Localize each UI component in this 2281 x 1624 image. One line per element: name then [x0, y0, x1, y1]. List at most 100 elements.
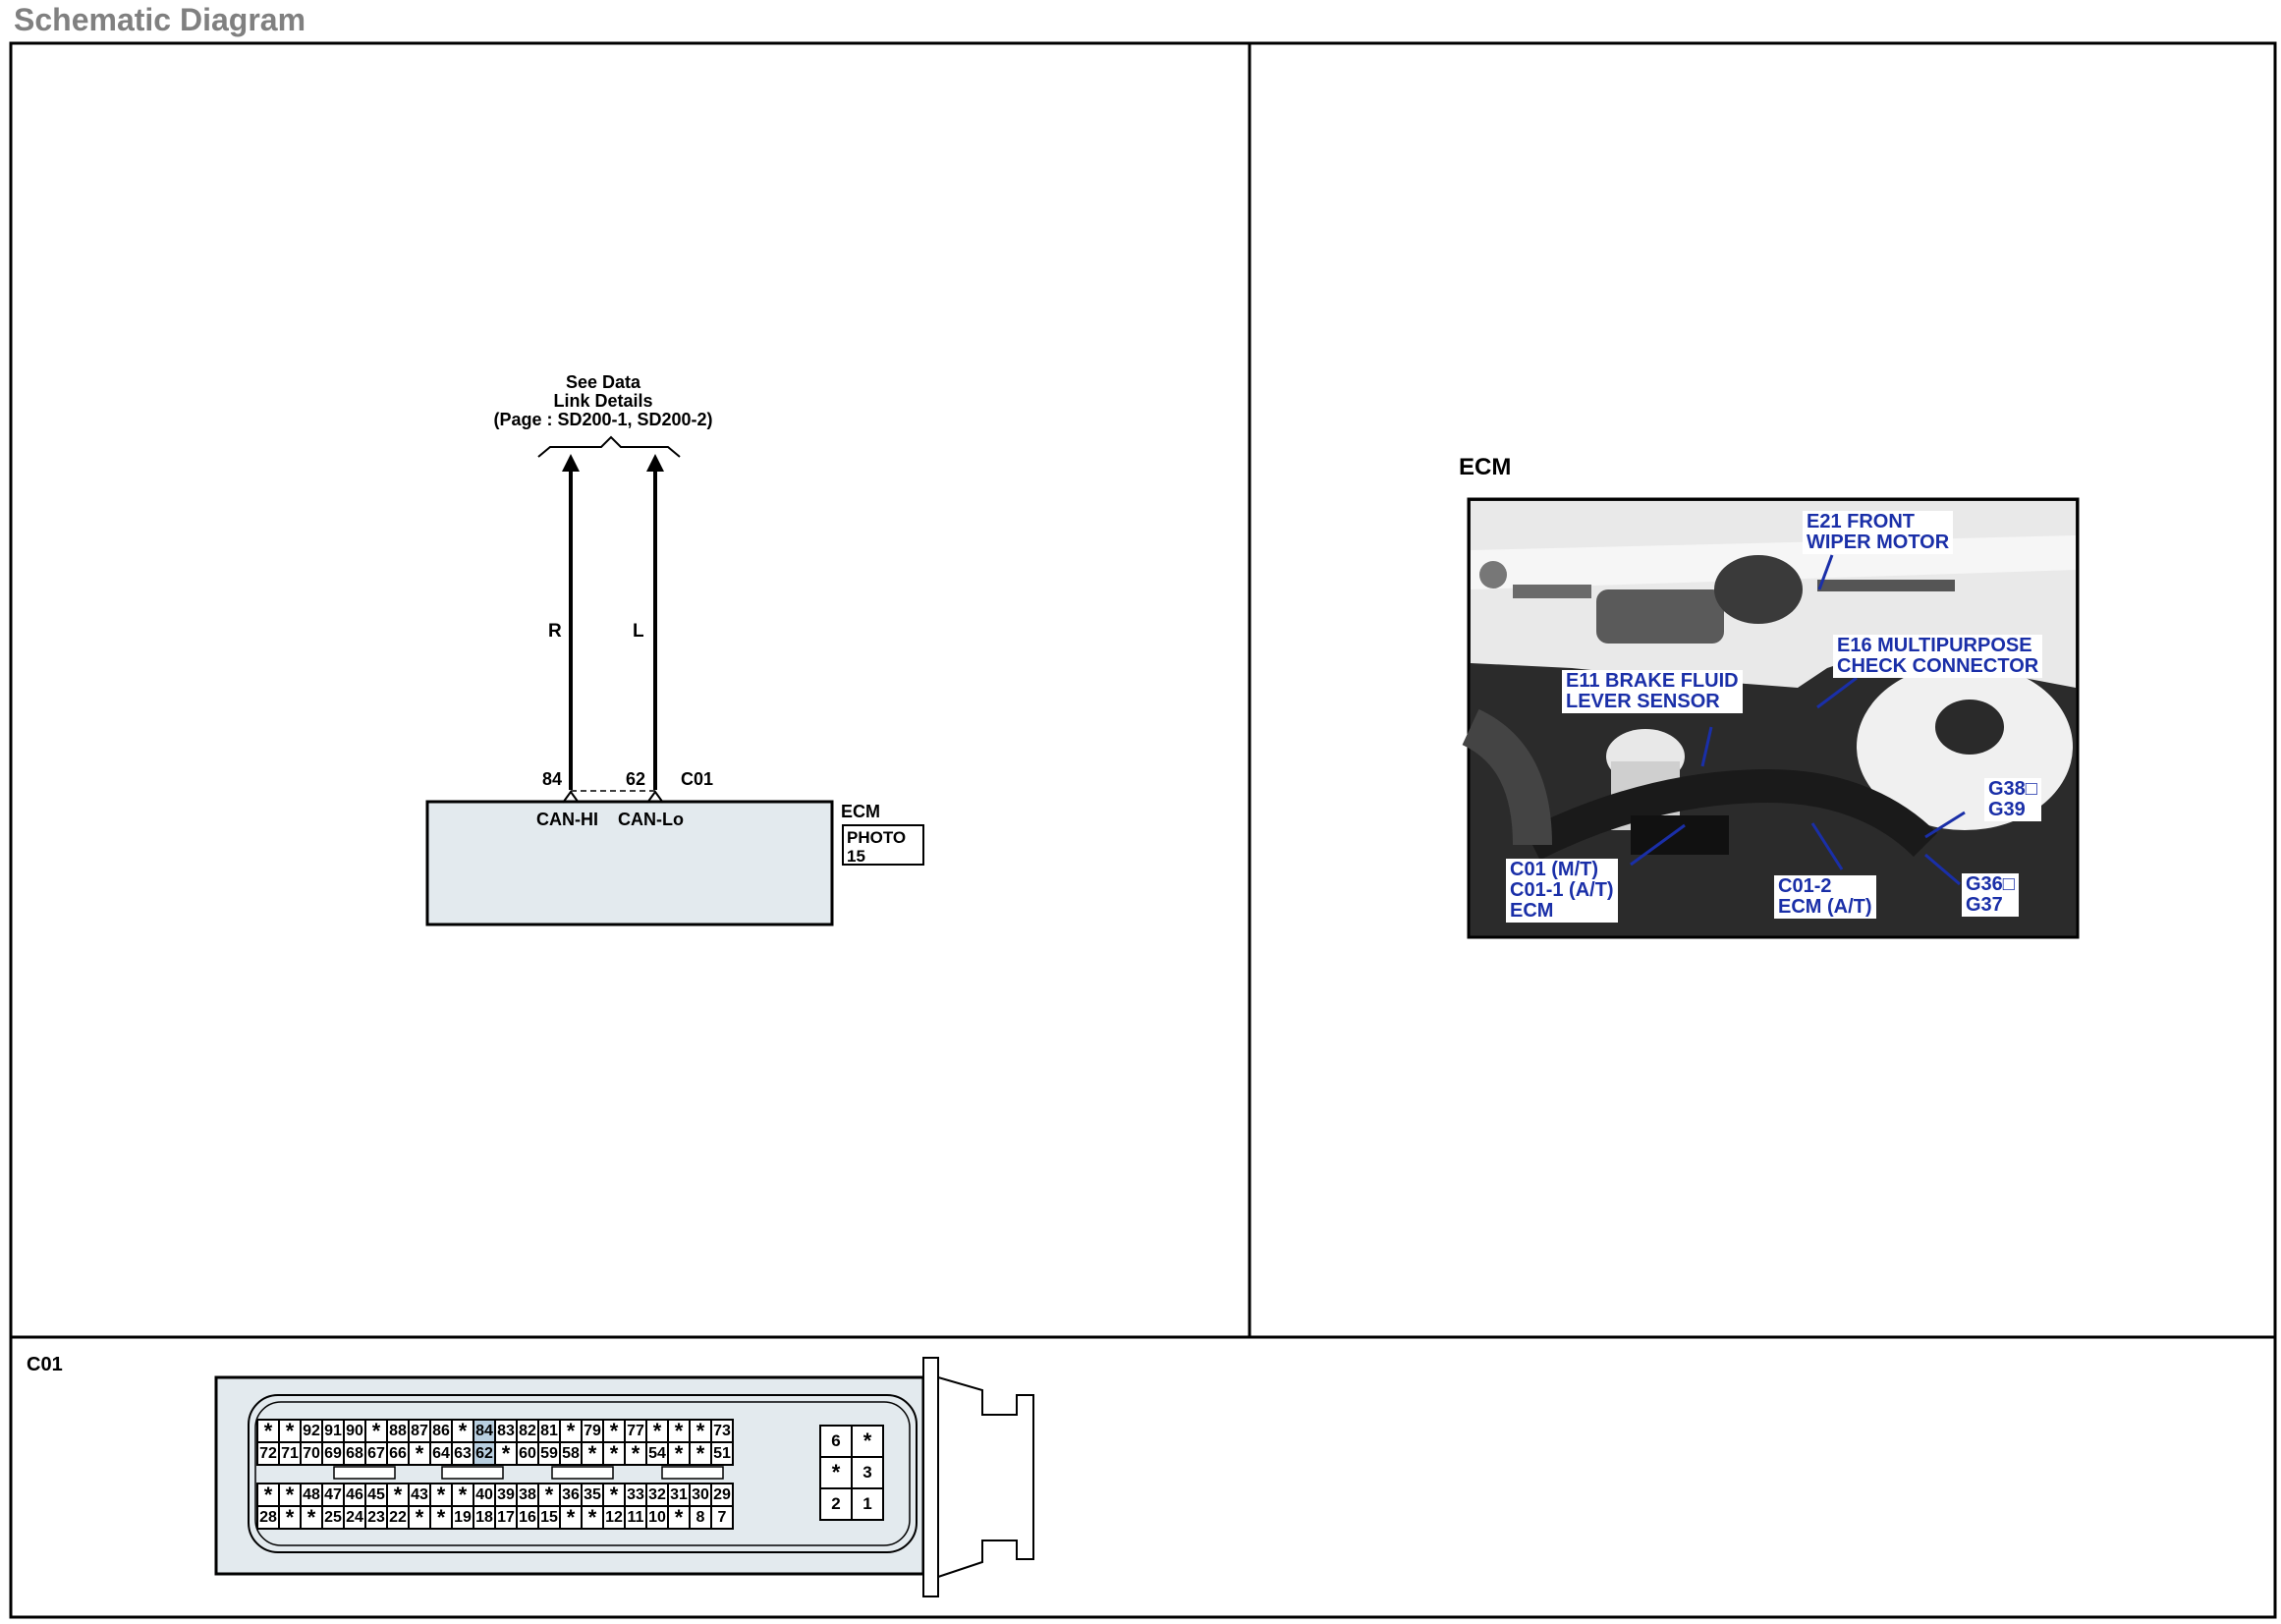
terminal-can-hi: CAN-HI — [536, 810, 598, 829]
connector-pin: 47 — [321, 1483, 345, 1507]
connector-pin: 58 — [559, 1441, 583, 1466]
connector-pin: 59 — [537, 1441, 561, 1466]
connector-pin-unused: * — [451, 1483, 474, 1507]
terminal-can-lo: CAN-Lo — [618, 810, 684, 829]
connector-pin-unused: * — [278, 1419, 302, 1443]
connector-pin: 11 — [624, 1505, 647, 1530]
connector-pin: 83 — [494, 1419, 518, 1443]
connector-pin-unused: * — [364, 1419, 388, 1443]
photo-label-c01: C01 (M/T) C01-1 (A/T) ECM — [1506, 859, 1618, 923]
connector-pin: 23 — [364, 1505, 388, 1530]
connector-pin-unused: * — [429, 1505, 453, 1530]
connector-pin-unused: * — [451, 1419, 474, 1443]
photo-title: ECM — [1459, 454, 1511, 480]
connector-pin: 17 — [494, 1505, 518, 1530]
connector-pin: 40 — [473, 1483, 496, 1507]
connector-pin: 79 — [581, 1419, 604, 1443]
connector-pin: 28 — [256, 1505, 280, 1530]
connector-pin-unused: * — [559, 1419, 583, 1443]
connector-pin: 10 — [645, 1505, 669, 1530]
connector-pin: 24 — [343, 1505, 366, 1530]
connector-pin: 87 — [408, 1419, 431, 1443]
connector-pin-unused: * — [429, 1483, 453, 1507]
connector-pin-unused: * — [689, 1441, 712, 1466]
photo-label-g36: G36□ G37 — [1962, 873, 2019, 917]
connector-pin-unused: * — [278, 1483, 302, 1507]
connector-pin: 60 — [516, 1441, 539, 1466]
ecm-component-name: ECM — [841, 802, 880, 821]
photo-ref-box[interactable] — [842, 824, 924, 866]
connector-pin-unused: * — [408, 1505, 431, 1530]
connector-pin: 92 — [300, 1419, 323, 1443]
connector-pin-unused: * — [537, 1483, 561, 1507]
photo-label-g38: G38□ G39 — [1984, 778, 2041, 821]
connector-pin: 54 — [645, 1441, 669, 1466]
connector-pin: 12 — [602, 1505, 626, 1530]
reference-note-line1: See Data — [566, 372, 641, 392]
connector-pin-row: *3 — [819, 1456, 884, 1489]
photo-label-c01-2: C01-2 ECM (A/T) — [1774, 875, 1876, 919]
connector-pin: 73 — [710, 1419, 734, 1443]
connector-key-3 — [551, 1466, 614, 1480]
connector-pin-unused: * — [386, 1483, 410, 1507]
connector-pin-unused: * — [256, 1483, 280, 1507]
connector-pin-unused: * — [624, 1441, 647, 1466]
connector-pin: 67 — [364, 1441, 388, 1466]
connector-pin: 63 — [451, 1441, 474, 1466]
outer-frame — [9, 41, 2277, 1619]
connector-pin: 29 — [710, 1483, 734, 1507]
connector-pin: 39 — [494, 1483, 518, 1507]
connector-pin-unused: * — [494, 1441, 518, 1466]
connector-pin: 71 — [278, 1441, 302, 1466]
connector-pin: 30 — [689, 1483, 712, 1507]
connector-pin: 8 — [689, 1505, 712, 1530]
connector-pin-unused: * — [408, 1441, 431, 1466]
connector-pin-unused: * — [602, 1441, 626, 1466]
connector-pin: 19 — [451, 1505, 474, 1530]
photo-label-e21: E21 FRONT WIPER MOTOR — [1803, 511, 1954, 554]
connector-pin: 72 — [256, 1441, 280, 1466]
connector-key-1 — [333, 1466, 396, 1480]
photo-label-e11: E11 BRAKE FLUID LEVER SENSOR — [1562, 670, 1743, 713]
connector-pin-row: 6* — [819, 1425, 884, 1458]
connector-pin-unused: * — [581, 1505, 604, 1530]
connector-pin: 22 — [386, 1505, 410, 1530]
connector-pin: 25 — [321, 1505, 345, 1530]
connector-pin: 84 — [473, 1419, 496, 1443]
connector-pin: 86 — [429, 1419, 453, 1443]
connector-pin-unused: * — [602, 1419, 626, 1443]
connector-key-4 — [661, 1466, 724, 1480]
connector-pin-unused: * — [278, 1505, 302, 1530]
connector-key-2 — [441, 1466, 504, 1480]
connector-pin: 51 — [710, 1441, 734, 1466]
pin-84-notch — [562, 790, 580, 804]
connector-id-label: C01 — [681, 769, 713, 789]
connector-pin-unused: * — [645, 1419, 669, 1443]
ecm-photo — [1461, 497, 2080, 939]
connector-pin: 16 — [516, 1505, 539, 1530]
connector-pin-unused: * — [667, 1505, 691, 1530]
connector-pin: 88 — [386, 1419, 410, 1443]
connector-pin: 68 — [343, 1441, 366, 1466]
connector-pin: 69 — [321, 1441, 345, 1466]
connector-pin-unused: * — [559, 1505, 583, 1530]
wire-r-color-code: R — [548, 621, 562, 642]
reference-note-line2: Link Details — [553, 391, 652, 411]
connector-pin: 46 — [343, 1483, 366, 1507]
connector-pin: 31 — [667, 1483, 691, 1507]
page-title: Schematic Diagram — [14, 2, 306, 37]
connector-pin: 64 — [429, 1441, 453, 1466]
connector-section-id: C01 — [27, 1354, 63, 1375]
wire-l-color-code: L — [633, 621, 644, 642]
connector-latch — [922, 1357, 1034, 1597]
connector-pin: 66 — [386, 1441, 410, 1466]
connector-inner-2 — [254, 1401, 911, 1546]
photo-label-e16: E16 MULTIPURPOSE CHECK CONNECTOR — [1833, 635, 2043, 678]
